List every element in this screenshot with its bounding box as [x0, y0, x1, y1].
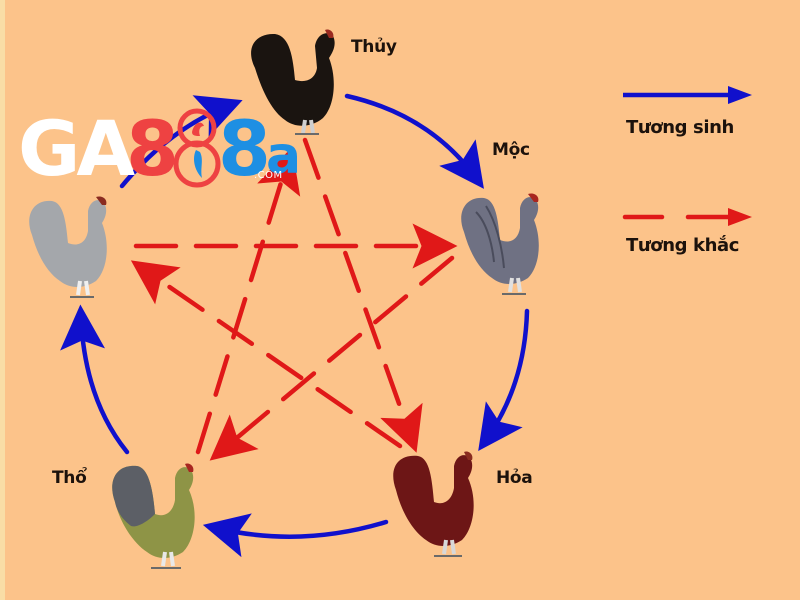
rooster-thuy-icon	[251, 29, 335, 135]
arrow-moc-to-tho	[209, 255, 455, 461]
logo-text-ga: GA	[18, 104, 135, 193]
label-thuy: Thủy	[351, 37, 397, 57]
rooster-hoa-icon	[393, 451, 474, 557]
rooster-moc-icon	[461, 193, 539, 295]
image-left-border	[0, 0, 5, 600]
legend-generating-line	[623, 86, 752, 104]
label-moc: Mộc	[492, 140, 530, 160]
rooster-tho-icon	[112, 463, 195, 569]
arrow-hoa-to-kim	[130, 260, 403, 449]
arrow-moc-to-hoa	[478, 308, 530, 452]
label-tho: Thổ	[52, 468, 87, 488]
generating-arrows	[60, 93, 530, 558]
arrow-tho-to-kim	[60, 304, 130, 455]
logo-text-8-blue: 8	[218, 104, 271, 193]
legend-overcoming-label: Tương khắc	[626, 235, 740, 256]
arrow-thuy-to-moc	[344, 93, 484, 189]
logo-text-com: .COM	[254, 170, 283, 181]
arrow-kim-to-thuy	[119, 95, 243, 189]
legend-generating-label: Tương sinh	[626, 117, 734, 138]
arrow-tho-to-thuy	[195, 147, 301, 455]
logo-text-a: a	[266, 126, 302, 186]
arrow-hoa-to-tho	[202, 513, 389, 558]
arrow-thuy-to-hoa	[302, 137, 423, 453]
legend-overcoming-line	[622, 208, 752, 226]
rooster-kim-icon	[29, 196, 107, 298]
logo-text-8-red: 8	[126, 104, 179, 193]
overcoming-arrows	[130, 137, 458, 461]
label-hoa: Hỏa	[496, 468, 533, 488]
logo-rooster-ring-icon	[173, 108, 221, 188]
ga888a-logo: GA 8 8 a .COM	[18, 104, 318, 194]
